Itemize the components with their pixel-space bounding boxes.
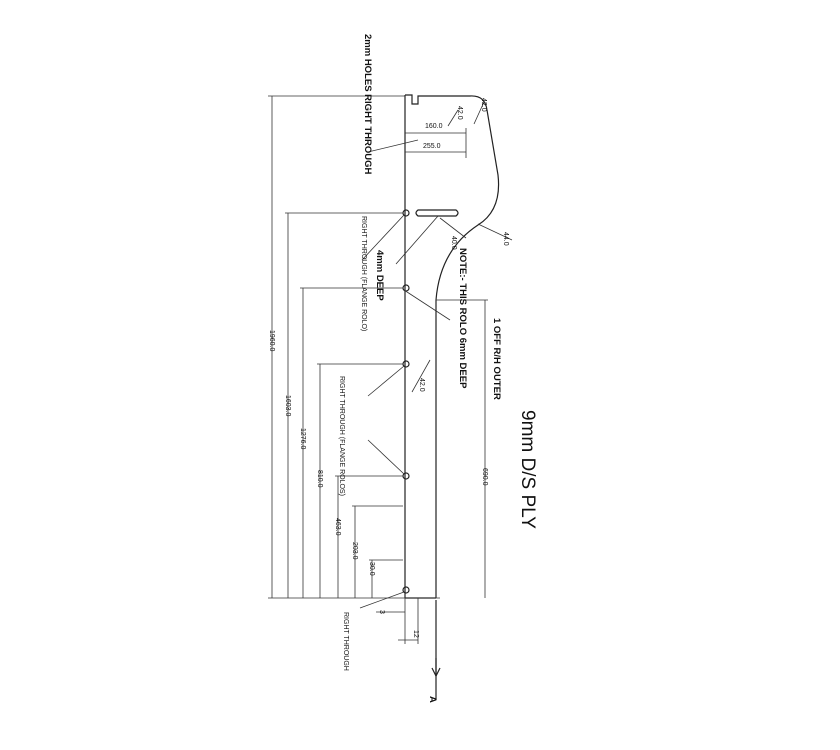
dim-3: 3 <box>378 610 385 614</box>
dim-42-top: 42.0 <box>456 106 463 120</box>
dim-1960: 1960.0 <box>268 330 275 352</box>
dim-1276: 1276.0 <box>299 428 306 450</box>
section-marker: A <box>427 696 438 703</box>
dim-160: 160.0 <box>425 123 443 130</box>
holes <box>402 209 459 594</box>
leader-lines <box>359 101 513 609</box>
dim-40: 40.0 <box>450 236 457 250</box>
dim-44: 44.0 <box>502 232 509 246</box>
dim-42-low: 42.0 <box>418 378 425 392</box>
holes-note: 2mm HOLES RIGHT THROUGH <box>362 34 373 175</box>
dim-255: 255.0 <box>423 143 441 150</box>
deep-4mm-note: 4mm DEEP <box>374 250 385 301</box>
dimension-values: 1960.0 1603.0 1276.0 810.0 463.0 203.0 3… <box>268 98 509 638</box>
dim-810: 810.0 <box>316 470 323 488</box>
dimension-lines <box>268 95 488 700</box>
dim-42-upper: 42.0 <box>480 98 487 112</box>
dim-203: 203.0 <box>351 542 358 560</box>
panel-outline <box>404 94 500 599</box>
drawing-title: 9mm D/S PLY <box>517 410 538 529</box>
dim-463: 463.0 <box>334 518 341 536</box>
right-through-flange-1: RIGHT THROUGH (FLANGE ROLO) <box>360 216 367 331</box>
right-through-bottom: RIGHT THROUGH <box>342 612 349 671</box>
drawing-labels: 9mm D/S PLY 1 OFF R/H OUTER 2mm HOLES RI… <box>338 34 538 703</box>
drawing-subtitle: 1 OFF R/H OUTER <box>491 318 502 400</box>
dim-1603: 1603.0 <box>284 395 291 417</box>
rolo-note: NOTE:- THIS ROLO 6mm DEEP <box>457 248 468 389</box>
right-through-flange-2: RIGHT THROUGH (FLANGE ROLOS) <box>338 376 345 496</box>
dim-12: 12 <box>412 630 419 638</box>
dim-30: 30.0 <box>368 562 375 576</box>
dim-690: 690.0 <box>481 468 488 486</box>
